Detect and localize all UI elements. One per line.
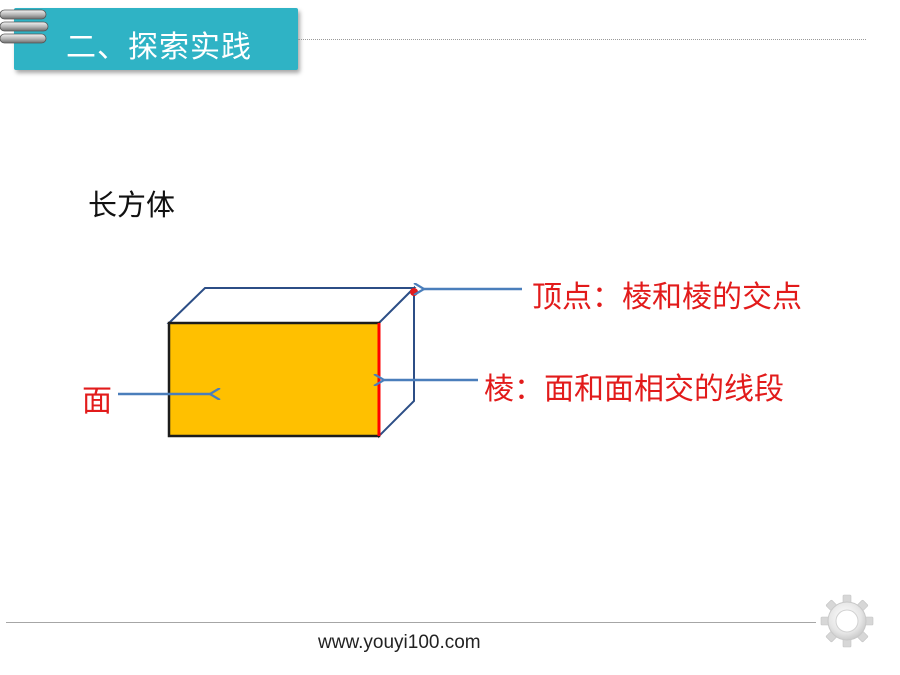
section-label: 长方体 [88,188,176,222]
footer-divider [6,622,816,623]
footer-url: www.youyi100.com [318,632,481,653]
page-title: 二、探索实践 [66,30,252,65]
header-divider [298,39,866,40]
vertex-label: 顶点：棱和棱的交点 [532,280,802,315]
gear-icon [820,594,874,648]
cuboid-front-face [167,321,381,438]
cuboid-shape [166,285,418,439]
face-label: 面 [82,384,112,419]
edge-label: 棱：面和面相交的线段 [484,372,784,407]
binder-rings-icon [0,9,49,44]
cuboid-vertex-dot [410,288,418,296]
header-tab [14,8,298,70]
cuboid-top-face [166,287,417,324]
